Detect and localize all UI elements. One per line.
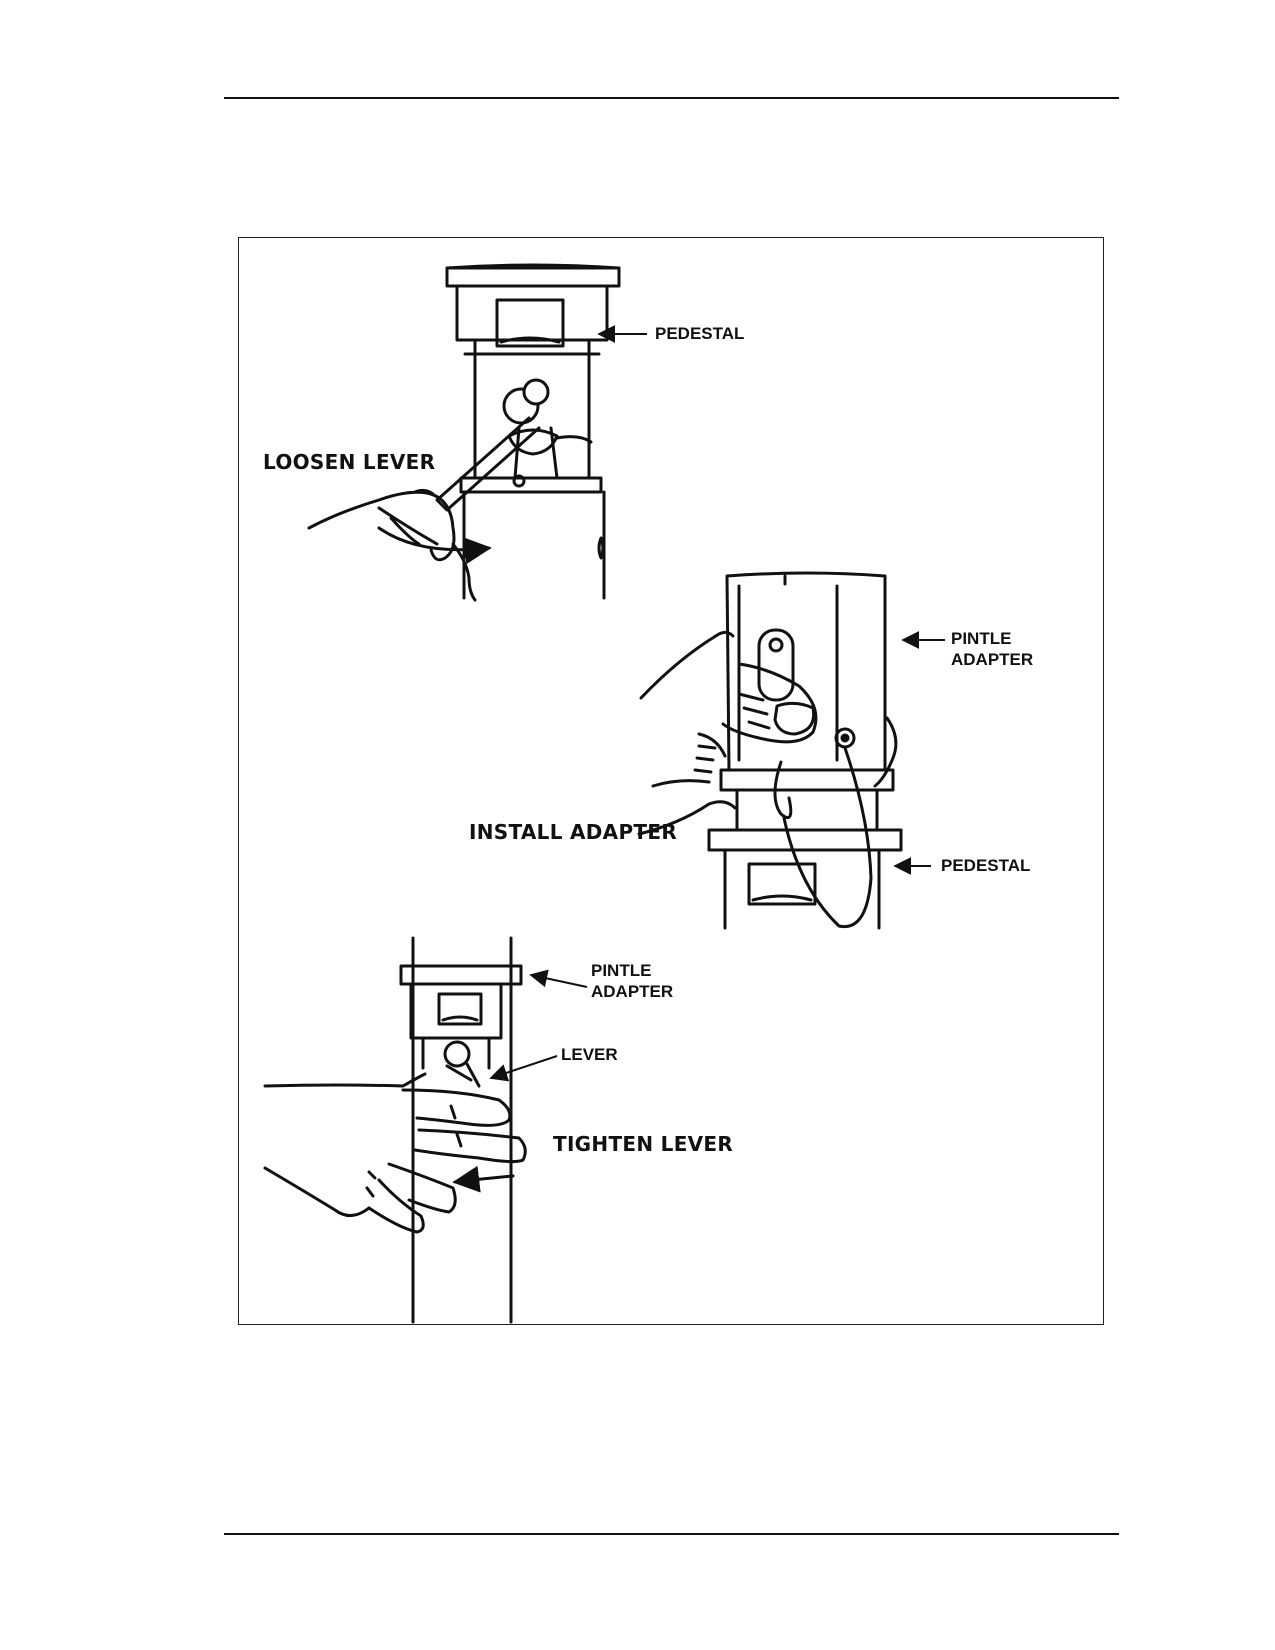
mid-hand-drawing — [637, 630, 898, 836]
label-lever: LEVER — [561, 1045, 618, 1064]
installation-illustration — [263, 263, 945, 1324]
label-tighten-lever: TIGHTEN LEVER — [553, 1132, 734, 1156]
label-pedestal-mid: PEDESTAL — [941, 856, 1031, 875]
pintle-adapter-drawing — [719, 571, 895, 830]
bottom-pintle-drawing — [399, 936, 523, 1324]
lanyard-cable-drawing — [773, 746, 873, 929]
mid-pedestal-drawing — [707, 828, 903, 930]
label-pintle-adapter-mid: PINTLE ADAPTER — [951, 629, 1034, 669]
label-pintle-adapter-bottom: PINTLE ADAPTER — [591, 961, 674, 1001]
label-pedestal-top: PEDESTAL — [655, 324, 745, 343]
label-loosen-lever: LOOSEN LEVER — [263, 450, 436, 474]
top-hand-drawing — [307, 488, 492, 602]
footer-rule — [224, 1533, 1119, 1535]
top-pedestal-drawing — [435, 263, 621, 600]
bottom-hand-drawing — [263, 1072, 527, 1234]
figure-frame: PEDESTAL LOOSEN LEVER PINTLE ADAPTER INS… — [238, 237, 1104, 1325]
header-rule — [224, 97, 1119, 99]
leader-arrows — [489, 325, 945, 1082]
label-install-adapter: INSTALL ADAPTER — [469, 820, 678, 844]
